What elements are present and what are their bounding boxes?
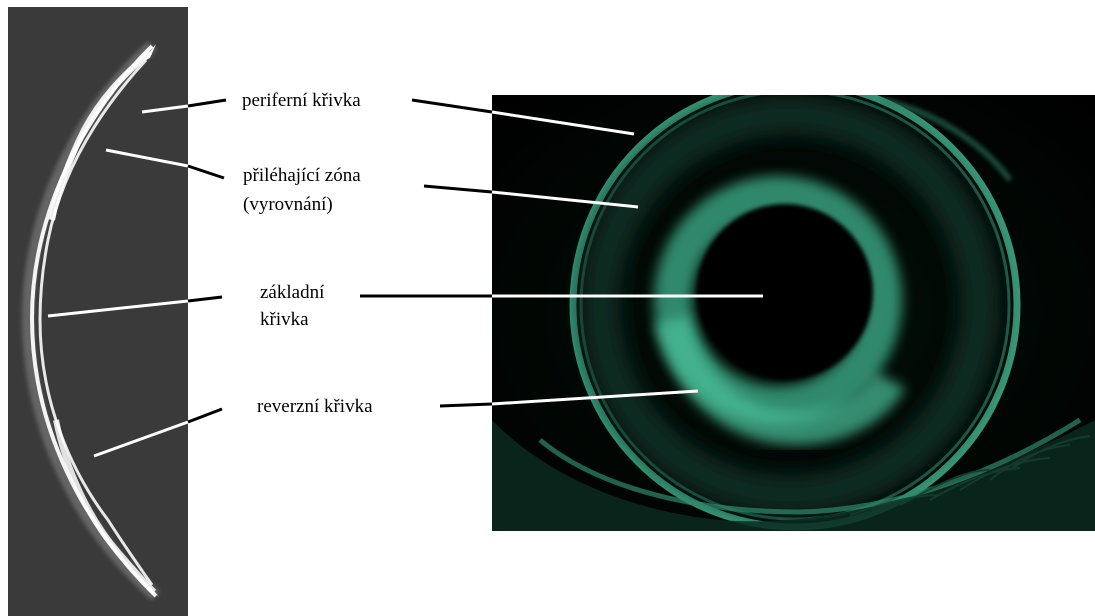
leader-alignment-right — [424, 186, 492, 192]
leader-peripheral-left — [188, 100, 226, 106]
label-base-curve-line2: křivka — [260, 309, 309, 331]
base-curve-zone — [697, 204, 873, 380]
label-reverse-curve: reverzní křivka — [257, 396, 373, 418]
label-alignment-zone-note: (vyrovnání) — [243, 194, 333, 216]
label-peripheral-curve: periferní křivka — [242, 90, 361, 112]
label-base-curve: základní — [260, 282, 324, 304]
leader-reverse-right — [440, 404, 492, 406]
leader-base-left — [188, 297, 222, 301]
leader-reverse-left — [188, 409, 222, 422]
leader-alignment-left — [188, 166, 224, 178]
label-alignment-zone: přiléhající zóna — [243, 165, 361, 187]
fluorescein-fit-photo — [492, 83, 1095, 531]
leader-peripheral-right — [412, 100, 492, 112]
